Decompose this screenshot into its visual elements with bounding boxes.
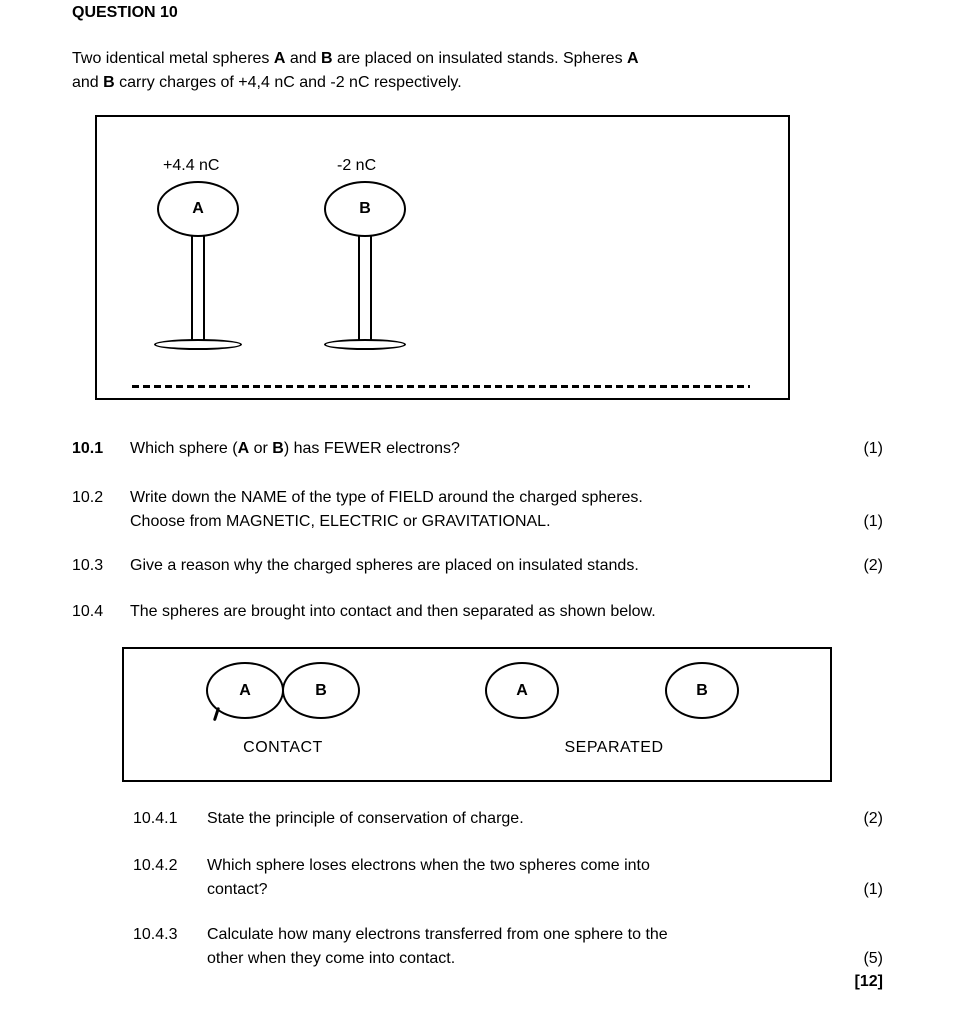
stray-pen-mark <box>212 706 220 722</box>
question-10-4-2-text-line1: Which sphere loses electrons when the tw… <box>207 857 650 874</box>
separated-sphere-b-label: B <box>696 681 708 699</box>
intro-segment: carry charges of +4,4 nC and -2 nC respe… <box>114 74 462 91</box>
intro-segment-bold: B <box>321 50 333 67</box>
intro-segment: Two identical metal spheres <box>72 50 274 67</box>
question-10-4-number: 10.4 <box>72 603 104 620</box>
q-segment: ) has FEWER electrons? <box>283 440 460 457</box>
question-10-4-1-mark: (2) <box>863 810 883 827</box>
sphere-a-label: A <box>192 200 204 217</box>
intro-line-2: and B carry charges of +4,4 nC and -2 nC… <box>72 74 462 92</box>
sphere-a-stand <box>191 234 205 342</box>
question-10-1-number: 10.1 <box>72 440 104 457</box>
q-segment: Which sphere ( <box>130 440 238 457</box>
question-10-4-2-text-line2: contact? <box>207 881 268 898</box>
question-10-2-text-line2: Choose from MAGNETIC, ELECTRIC or GRAVIT… <box>130 513 551 530</box>
contact-sphere-b-label: B <box>315 681 327 699</box>
question-10-3-number: 10.3 <box>72 557 104 574</box>
separated-sphere-a: A <box>485 662 559 719</box>
contact-sphere-a-label: A <box>239 681 251 699</box>
contact-caption: CONTACT <box>243 739 323 756</box>
sphere-a-charge-label: +4.4 nC <box>163 157 220 174</box>
question-10-1-text: Which sphere (A or B) has FEWER electron… <box>130 440 460 458</box>
question-10-2-text-line1: Write down the NAME of the type of FIELD… <box>130 489 643 506</box>
intro-segment: and <box>285 50 322 67</box>
question-10-2-mark: (1) <box>863 513 883 530</box>
q-segment-bold: B <box>272 440 284 457</box>
contact-sphere-b: B <box>282 662 360 719</box>
question-10-4-3-text-line2: other when they come into contact. <box>207 950 456 967</box>
contact-separated-diagram: A B CONTACT A B SEPARATED <box>122 647 832 782</box>
sphere-a: A <box>157 181 239 237</box>
question-10-3-text: Give a reason why the charged spheres ar… <box>130 557 639 574</box>
intro-segment-bold: A <box>627 50 639 67</box>
question-10-3-mark: (2) <box>863 557 883 574</box>
total-marks: [12] <box>854 973 883 990</box>
question-10-4-text: The spheres are brought into contact and… <box>130 603 656 620</box>
sphere-b-charge-label: -2 nC <box>337 157 377 174</box>
q-segment-bold: A <box>237 440 250 457</box>
question-title: QUESTION 10 <box>72 4 178 21</box>
intro-segment-bold: A <box>273 50 286 67</box>
question-10-4-1-text: State the principle of conservation of c… <box>207 810 524 827</box>
q-segment: or <box>249 440 273 457</box>
sphere-b: B <box>324 181 406 237</box>
intro-line-1: Two identical metal spheres A and B are … <box>72 50 639 68</box>
question-10-2-number: 10.2 <box>72 489 104 506</box>
charged-spheres-diagram: +4.4 nC -2 nC A B <box>95 115 790 400</box>
sphere-b-base <box>324 339 406 350</box>
question-10-4-2-number: 10.4.2 <box>133 857 178 874</box>
sphere-b-label: B <box>359 200 371 217</box>
separated-caption: SEPARATED <box>564 739 664 756</box>
intro-segment: are placed on insulated stands. Spheres <box>332 50 628 67</box>
intro-segment-bold: B <box>103 74 115 91</box>
question-10-4-3-mark: (5) <box>863 950 883 967</box>
question-10-4-1-number: 10.4.1 <box>133 810 178 827</box>
question-10-1-mark: (1) <box>863 440 883 457</box>
sphere-b-stand <box>358 234 372 342</box>
question-10-4-2-mark: (1) <box>863 881 883 898</box>
sphere-a-base <box>154 339 242 350</box>
dashed-answer-line <box>132 385 750 388</box>
question-10-4-3-number: 10.4.3 <box>133 926 178 943</box>
question-10-4-3-text-line1: Calculate how many electrons transferred… <box>207 926 668 943</box>
intro-segment: and <box>72 74 104 91</box>
separated-sphere-a-label: A <box>516 681 528 699</box>
separated-sphere-b: B <box>665 662 739 719</box>
